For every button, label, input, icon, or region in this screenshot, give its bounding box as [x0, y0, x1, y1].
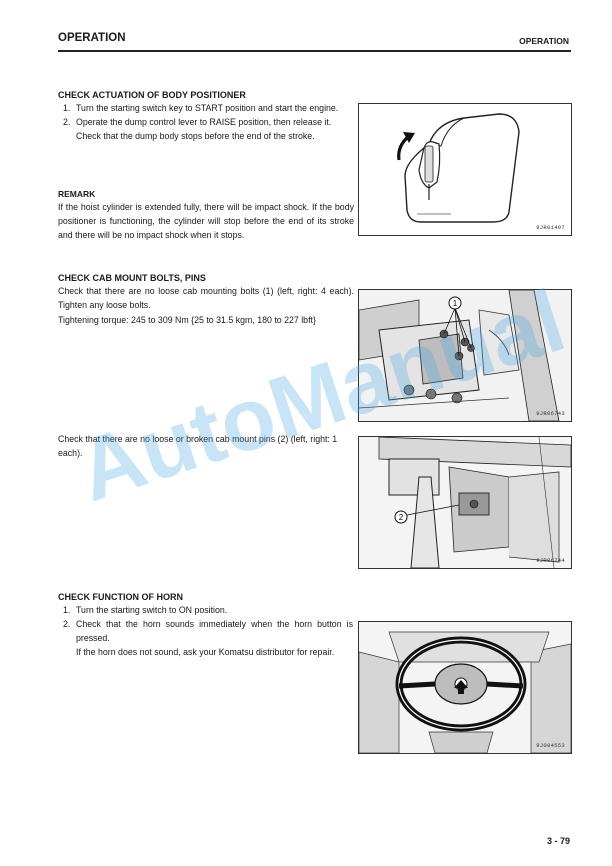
step-text: Turn the starting switch to ON position. — [76, 605, 228, 615]
step-subtext: If the horn does not sound, ask your Kom… — [76, 647, 335, 657]
body-positioner-steps: 1. Turn the starting switch key to START… — [63, 101, 353, 143]
header-left-title: OPERATION — [58, 32, 126, 44]
steering-wheel-illustration — [359, 622, 571, 753]
step-number: 1. — [63, 103, 71, 113]
horn-steps: 1. Turn the starting switch to ON positi… — [63, 603, 353, 659]
figure-cab-mount-bolts: 1 9JR06743 — [358, 289, 572, 422]
section-title-body-positioner: CHECK ACTUATION OF BODY POSITIONER — [58, 90, 246, 100]
callout-2: 2 — [399, 513, 404, 522]
cab-pins-text: Check that there are no loose or broken … — [58, 434, 338, 458]
step-number: 2. — [63, 117, 71, 127]
figure-cab-mount-pins: 2 9JR06744 — [358, 436, 572, 569]
step-text: Operate the dump control lever to RAISE … — [76, 117, 332, 127]
step-number: 2. — [63, 619, 71, 629]
figure-horn-steering-wheel: 9J004553 — [358, 621, 572, 754]
callout-1: 1 — [453, 299, 458, 308]
page-header: OPERATION OPERATION — [58, 30, 571, 52]
list-item: 2. Operate the dump control lever to RAI… — [63, 115, 353, 143]
remark-text: If the hoist cylinder is extended fully,… — [58, 202, 354, 240]
dump-lever-illustration — [397, 113, 520, 223]
figure-code: 9JR06744 — [536, 557, 565, 564]
step-text: Turn the starting switch key to START po… — [76, 103, 339, 113]
figure-code: 9JR06743 — [536, 410, 565, 417]
figure-code: 9J004553 — [536, 742, 565, 749]
section-title-cab-mount: CHECK CAB MOUNT BOLTS, PINS — [58, 273, 206, 283]
list-item: 1. Turn the starting switch to ON positi… — [63, 603, 353, 617]
list-item: 1. Turn the starting switch key to START… — [63, 101, 353, 115]
list-item: 2. Check that the horn sounds immediatel… — [63, 617, 353, 659]
remark-title: REMARK — [58, 189, 96, 199]
cab-bolts-text: Check that there are no loose cab mounti… — [58, 286, 354, 310]
section-title-horn: CHECK FUNCTION OF HORN — [58, 592, 183, 602]
tightening-torque-text: Tightening torque: 245 to 309 Nm {25 to … — [58, 315, 316, 325]
step-text: Check that the horn sounds immediately w… — [76, 619, 353, 643]
step-number: 1. — [63, 605, 71, 615]
figure-dump-lever: 9JR01497 — [358, 103, 572, 236]
cab-mount-pins-illustration: 2 — [359, 437, 571, 568]
step-subtext: Check that the dump body stops before th… — [76, 131, 315, 141]
page-number: 3 - 79 — [546, 836, 570, 846]
cab-mount-bolts-illustration: 1 — [359, 290, 571, 421]
figure-code: 9JR01497 — [536, 224, 565, 231]
header-right-title: OPERATION — [519, 36, 569, 46]
